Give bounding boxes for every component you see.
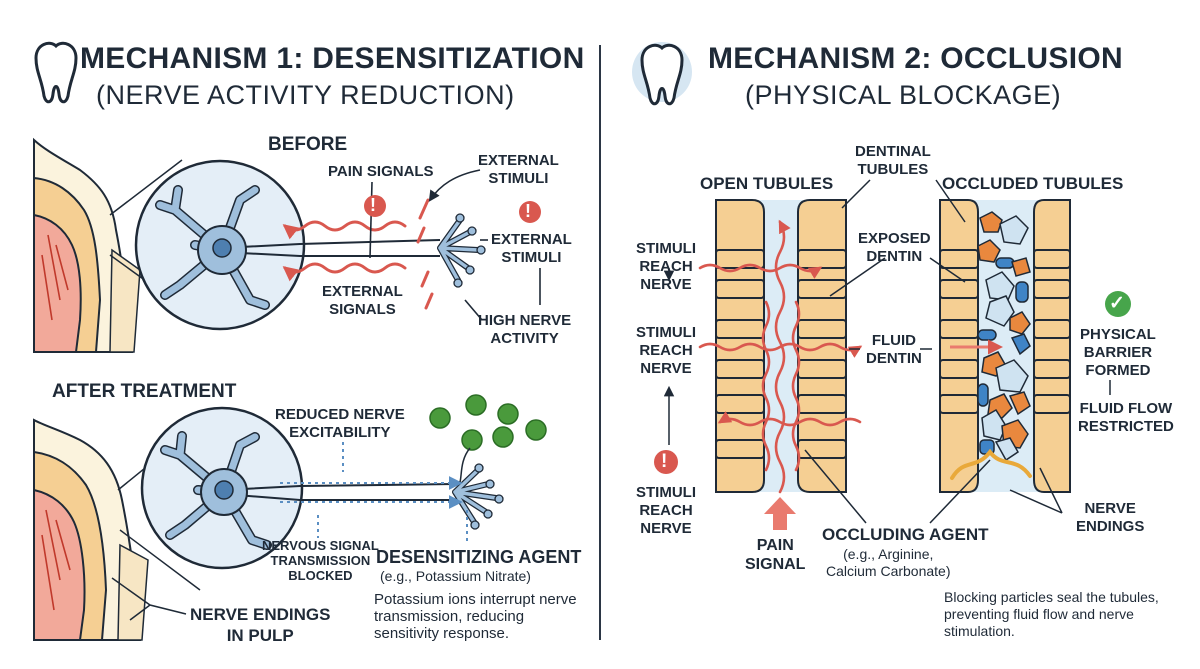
desensitizing-agent-title: DESENSITIZING AGENT <box>376 547 582 567</box>
tooth-icon-right <box>632 42 692 106</box>
pain-signal-waves <box>282 198 434 310</box>
external-stimuli-label-1: EXTERNAL STIMULI <box>478 152 559 188</box>
external-signals-line2: SIGNALS <box>329 301 396 318</box>
fluid-flow-restricted-label: FLUID FLOW RESTRICTED <box>1078 400 1174 436</box>
nerve-endings-pulp-label: NERVE ENDINGS IN PULP <box>190 604 330 646</box>
stimuli-reach-nerve-1: STIMULI REACH NERVE <box>636 240 696 294</box>
barrier-line2: BARRIER <box>1083 344 1153 361</box>
before-annotation-lines <box>369 169 541 321</box>
pain-signal-line2: SIGNAL <box>745 556 806 573</box>
occlusion-leader-lines <box>663 179 1111 524</box>
nerve-pulp-line2: IN PULP <box>226 626 294 645</box>
fluid-dentin-label: FLUID DENTIN <box>866 332 922 368</box>
external-stimuli-1-line1: EXTERNAL <box>478 152 559 169</box>
external-stimuli-1-line2: STIMULI <box>488 170 549 187</box>
restricted-line2: RESTRICTED <box>1078 418 1174 435</box>
stimuli-reach-nerve-2: STIMULI REACH NERVE <box>636 324 696 378</box>
blocked-signal-arrows <box>280 442 468 545</box>
external-signals-line1: EXTERNAL <box>322 283 403 300</box>
desensitizing-agent-example: (e.g., Potassium Nitrate) <box>380 568 531 584</box>
open-tubules-diagram <box>698 199 863 494</box>
dentinal-line2: TUBULES <box>857 161 929 178</box>
fluid-line2: DENTIN <box>866 350 922 367</box>
blocked-line1: NERVOUS SIGNAL <box>262 538 379 553</box>
pain-signals-label: PAIN SIGNALS <box>328 163 434 180</box>
check-icon <box>1105 291 1131 317</box>
occluding-agent-title: OCCLUDING AGENT <box>822 525 989 544</box>
pain-signal-arrow <box>764 497 796 530</box>
stimuli-reach-nerve-3: STIMULI REACH NERVE <box>636 484 696 538</box>
alert-icon-right <box>654 450 678 474</box>
check-mark: ✓ <box>1109 293 1125 314</box>
agent-leader-line <box>459 447 471 483</box>
neuron-magnified-after <box>140 406 504 570</box>
right-title: MECHANISM 2: OCCLUSION <box>708 42 1123 75</box>
tooth-icon-left <box>34 41 78 104</box>
dentinal-line1: DENTINAL <box>855 143 931 160</box>
signal-blocked-label: NERVOUS SIGNAL TRANSMISSION BLOCKED <box>262 538 379 583</box>
occluded-tubules-heading: OCCLUDED TUBULES <box>942 174 1124 193</box>
nerve-endings-leader <box>111 577 187 621</box>
blocked-line2: TRANSMISSION <box>270 553 371 568</box>
reduced-line1: REDUCED NERVE <box>275 406 405 423</box>
before-heading: BEFORE <box>268 134 348 155</box>
dentinal-tubules-label: DENTINAL TUBULES <box>855 143 931 179</box>
alert-icon-before-left <box>364 195 386 217</box>
exposed-dentin-label: EXPOSED DENTIN <box>858 230 931 266</box>
external-stimuli-label-2: EXTERNAL STIMULI <box>491 231 572 267</box>
stimuli2-line1: STIMULI <box>636 324 696 341</box>
physical-barrier-label: PHYSICAL BARRIER FORMED <box>1080 326 1156 380</box>
reduced-line2: EXCITABILITY <box>289 424 391 441</box>
stimuli1-line1: STIMULI <box>636 240 696 257</box>
potassium-ions <box>429 394 547 451</box>
neuron-magnified-before <box>134 159 486 331</box>
high-nerve-line1: HIGH NERVE <box>478 312 572 329</box>
fluid-line1: FLUID <box>871 332 916 349</box>
stimuli3-line3: NERVE <box>640 520 692 537</box>
stimuli2-line2: REACH <box>639 342 693 359</box>
barrier-line3: FORMED <box>1085 362 1151 379</box>
barrier-line1: PHYSICAL <box>1080 326 1156 343</box>
alert-mark-3: ! <box>661 451 668 472</box>
nerve-endings-label: NERVE ENDINGS <box>1076 500 1144 536</box>
reduced-excitability-label: REDUCED NERVE EXCITABILITY <box>275 406 405 442</box>
nerve-pulp-line1: NERVE ENDINGS <box>190 605 331 624</box>
occluded-tubules-diagram <box>939 199 1071 493</box>
left-title: MECHANISM 1: DESENSITIZATION <box>80 42 585 75</box>
pain-signal-label: PAIN SIGNAL <box>745 536 805 574</box>
right-subtitle: (PHYSICAL BLOCKAGE) <box>745 80 1062 110</box>
desensitizing-agent-description: Potassium ions interrupt nerve transmiss… <box>374 591 577 642</box>
left-subtitle: (NERVE ACTIVITY REDUCTION) <box>96 80 515 110</box>
stimuli3-line2: REACH <box>639 502 693 519</box>
pain-signal-line1: PAIN <box>756 537 794 554</box>
external-signals-label: EXTERNAL SIGNALS <box>322 283 403 319</box>
high-nerve-activity-label: HIGH NERVE ACTIVITY <box>478 312 571 348</box>
occluding-example-line1: (e.g., Arginine, <box>843 546 934 562</box>
stimuli1-line3: NERVE <box>640 276 692 293</box>
restricted-line1: FLUID FLOW <box>1079 400 1173 417</box>
high-nerve-line2: ACTIVITY <box>490 330 559 347</box>
stimuli2-line3: NERVE <box>640 360 692 377</box>
blocked-line3: BLOCKED <box>288 568 353 583</box>
nerve-endings-line1: NERVE <box>1084 500 1136 517</box>
alert-icon-before-right <box>519 201 541 223</box>
exposed-line2: DENTIN <box>866 248 923 265</box>
stimuli3-line1: STIMULI <box>636 484 696 501</box>
external-stimuli-2-line1: EXTERNAL <box>491 231 572 248</box>
occluding-agent-example: (e.g., Arginine, Calcium Carbonate) <box>826 546 951 580</box>
stimuli1-line2: REACH <box>639 258 693 275</box>
occluding-example-line2: Calcium Carbonate) <box>826 563 951 579</box>
after-heading: AFTER TREATMENT <box>52 381 237 402</box>
alert-mark-2: ! <box>525 201 531 221</box>
open-tubules-heading: OPEN TUBULES <box>700 174 834 193</box>
alert-mark-1: ! <box>370 195 376 215</box>
nerve-endings-line2: ENDINGS <box>1076 518 1145 535</box>
exposed-line1: EXPOSED <box>858 230 931 247</box>
occlusion-description: Blocking particles seal the tubules, pre… <box>944 589 1159 639</box>
tooth-cross-section-after <box>33 418 201 641</box>
external-stimuli-2-line2: STIMULI <box>501 249 562 266</box>
